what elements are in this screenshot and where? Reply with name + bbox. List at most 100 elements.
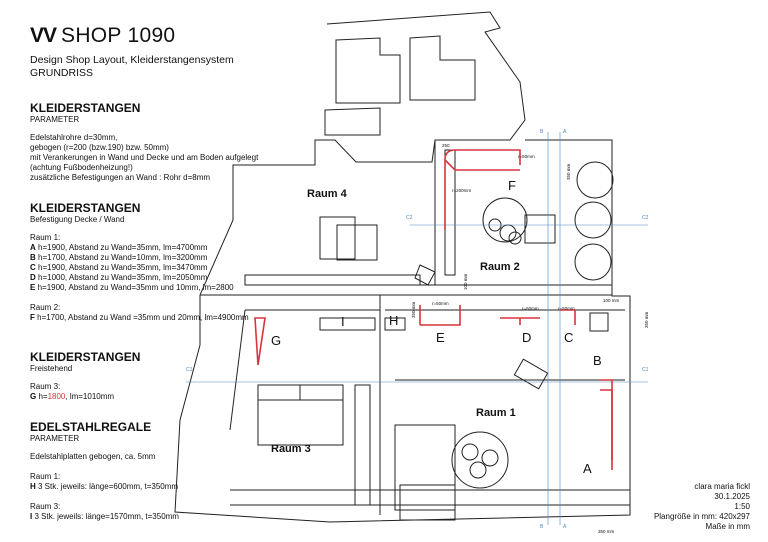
raum3-label: Raum 3: xyxy=(30,382,61,391)
furniture-pillar xyxy=(354,384,371,506)
dim-r200: r=200mm xyxy=(452,188,471,193)
shelf-spec-h: H 3 Stk. jeweils: länge=600mm, t=350mm xyxy=(30,482,179,491)
rail-g xyxy=(254,317,266,366)
room-label: Raum 2 xyxy=(480,261,520,273)
rail-label-f: F xyxy=(508,178,516,193)
section-axes xyxy=(186,132,648,525)
author: clara maria fickl xyxy=(694,482,750,491)
room-label: Raum 1 xyxy=(476,407,516,419)
dim-r50: r=50mm xyxy=(558,306,575,311)
rails xyxy=(254,149,613,470)
rail-label-b: B xyxy=(593,353,602,368)
rail-spec-c: C h=1900, Abstand zu Wand=35mm, lm=3470m… xyxy=(30,263,208,272)
plant-pot xyxy=(574,243,612,281)
neighbour-block xyxy=(335,37,401,104)
furniture-sofa xyxy=(336,224,378,261)
interior-wall xyxy=(229,309,246,431)
rail-spec-a: A h=1900, Abstand zu Wand=35mm, lm=4700m… xyxy=(30,243,208,252)
plan-info: clara maria fickl 30.1.2025 1:50 Plangrö… xyxy=(654,482,750,532)
subtitle: Design Shop Layout, Kleiderstangensystem xyxy=(30,54,234,66)
dim-350-small: 350 mm xyxy=(411,301,416,318)
furniture-counter xyxy=(394,424,456,511)
section-edelstahlregale: EDELSTAHLREGALE PARAMETER Edelstahlplatt… xyxy=(30,420,270,522)
neighbour-block xyxy=(409,35,476,101)
plan-size: Plangröße in mm: 420x297 xyxy=(653,512,750,521)
dim-r50: r=50mm xyxy=(432,301,449,306)
section-title: KLEIDERSTANGEN xyxy=(30,201,141,215)
rail-spec-g: G h=1800, lm=1010mm xyxy=(30,392,115,401)
rail-spec-f: F h=1700, Abstand zu Wand =35mm und 20mm… xyxy=(30,313,249,322)
round-table xyxy=(451,431,509,489)
room-label: Raum 4 xyxy=(307,188,348,200)
dim-250: 250 xyxy=(442,143,450,148)
rail-a xyxy=(600,389,613,470)
room-label: Raum 3 xyxy=(271,443,311,455)
furniture-chair xyxy=(513,358,549,390)
dim-350-right: 350 mm xyxy=(644,311,649,328)
section-kleiderstangen-freistehend: KLEIDERSTANGEN Freistehend Raum 3: G h=1… xyxy=(30,350,270,402)
dim-r50: r=50mm xyxy=(522,306,539,311)
section-body: Edelstahlrohre d=30mm, gebogen (r=200 (b… xyxy=(30,133,259,182)
dim-350-bottom: 350 mm xyxy=(598,529,615,534)
plant-pot xyxy=(574,201,612,239)
rail-d xyxy=(500,317,540,325)
section-label-c2: C2 xyxy=(406,215,413,221)
date: 30.1.2025 xyxy=(714,492,750,501)
section-label-b: B xyxy=(540,129,544,135)
subtitle-plan: GRUNDRISS xyxy=(30,67,94,79)
rail-spec-b: B h=1700, Abstand zu Wand=10mm, lm=3200m… xyxy=(30,253,208,262)
furniture-table xyxy=(524,214,556,244)
section-label-b: B xyxy=(540,524,544,530)
plant-pot xyxy=(576,161,614,199)
section-caption: Befestigung Decke / Wand xyxy=(30,215,125,224)
dim-350-vertical: 350 mm xyxy=(566,163,571,180)
rail-label-h: H xyxy=(389,313,398,328)
raum3-label: Raum 3: xyxy=(30,502,61,511)
round-table xyxy=(482,197,528,243)
rail-e xyxy=(419,305,461,326)
section-caption: PARAMETER xyxy=(30,434,80,443)
section-title: KLEIDERSTANGEN xyxy=(30,101,141,115)
dim-100: 100 mm xyxy=(603,298,620,303)
shelf-spec-i: I 3 Stk. jeweils: länge=1570mm, t=350mm xyxy=(30,512,179,521)
brand-logo: VV xyxy=(30,24,57,47)
stairs xyxy=(399,484,456,521)
raum2-label: Raum 2: xyxy=(30,303,61,312)
rail-spec-d: D h=1000, Abstand zu Wand=35mm, lm=2050m… xyxy=(30,273,208,282)
rail-label-i: I xyxy=(341,314,345,329)
raum1-label: Raum 1: xyxy=(30,233,61,242)
section-caption: Freistehend xyxy=(30,364,73,373)
section-body: Edelstahlplatten gebogen, ca. 5mm xyxy=(30,452,156,461)
section-label-a: A xyxy=(563,129,567,135)
neighbour-block xyxy=(324,107,381,136)
rail-label-c: C xyxy=(564,330,573,345)
dim-r50: r=50mm xyxy=(518,154,535,159)
dim-100-vertical: 100 mm xyxy=(463,273,468,290)
rail-label-g: G xyxy=(271,333,281,348)
outer-wall xyxy=(174,11,631,523)
stool xyxy=(461,443,479,461)
section-label-c2: C2 xyxy=(642,215,649,221)
section-caption: PARAMETER xyxy=(30,115,80,124)
section-title: KLEIDERSTANGEN xyxy=(30,350,141,364)
brand-name: SHOP 1090 xyxy=(61,24,176,47)
stool xyxy=(499,224,517,242)
scale: 1:50 xyxy=(734,502,750,511)
section-label-c1: C1 xyxy=(186,367,193,373)
section-kleiderstangen-parameter: KLEIDERSTANGEN PARAMETER Edelstahlrohre … xyxy=(30,101,270,183)
raum1-label: Raum 1: xyxy=(30,472,61,481)
rail-label-a: A xyxy=(583,461,592,476)
furniture-shelf xyxy=(414,264,436,286)
rail-label-d: D xyxy=(522,330,531,345)
section-kleiderstangen-befestigung: KLEIDERSTANGEN Befestigung Decke / Wand … xyxy=(30,201,270,323)
section-label-c1: C1 xyxy=(642,367,649,373)
stool xyxy=(481,449,499,467)
rail-spec-e: E h=1900, Abstand zu Wand=35mm und 10mm,… xyxy=(30,283,234,292)
section-label-a: A xyxy=(563,524,567,530)
rail-label-e: E xyxy=(436,330,445,345)
rail-b xyxy=(600,379,613,460)
units: Maße in mm xyxy=(705,522,750,531)
